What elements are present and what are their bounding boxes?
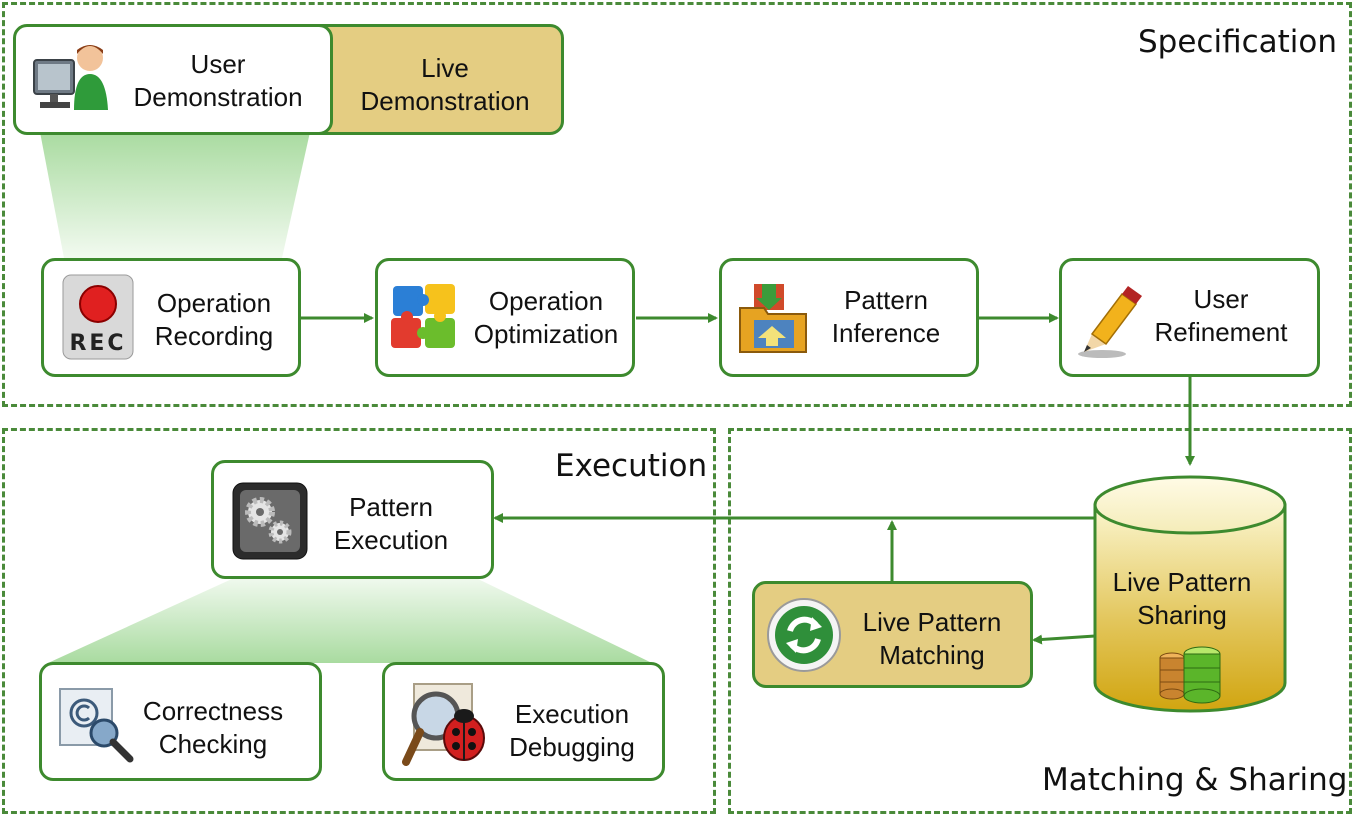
arrow-sharing-to-matching bbox=[1032, 634, 1096, 645]
pencil-icon bbox=[1076, 282, 1146, 367]
specification-title: Specification bbox=[1138, 24, 1338, 60]
execution-region bbox=[2, 428, 716, 814]
specification-region bbox=[2, 2, 1352, 407]
matching-sharing-title: Matching & Sharing bbox=[1042, 762, 1348, 798]
database-icon bbox=[1158, 644, 1228, 711]
demo-funnel bbox=[40, 132, 310, 258]
puzzle-icon bbox=[387, 280, 463, 357]
live-demonstration-box bbox=[300, 24, 564, 135]
svg-text:REC: REC bbox=[69, 331, 126, 356]
execution-title: Execution bbox=[555, 448, 708, 484]
matching-sharing-region bbox=[728, 428, 1352, 814]
rec-icon: REC bbox=[62, 274, 134, 365]
folder-pattern-icon bbox=[736, 278, 810, 361]
magnifier-copyright-icon bbox=[56, 683, 136, 768]
execution-funnel bbox=[48, 578, 652, 663]
ladybug-magnifier-icon bbox=[400, 680, 492, 775]
operation-optimization-box bbox=[375, 258, 635, 377]
user-computer-icon bbox=[30, 40, 116, 129]
gears-icon bbox=[232, 482, 308, 565]
sync-icon bbox=[766, 597, 842, 678]
live-pattern-sharing-cylinder bbox=[1093, 475, 1287, 713]
